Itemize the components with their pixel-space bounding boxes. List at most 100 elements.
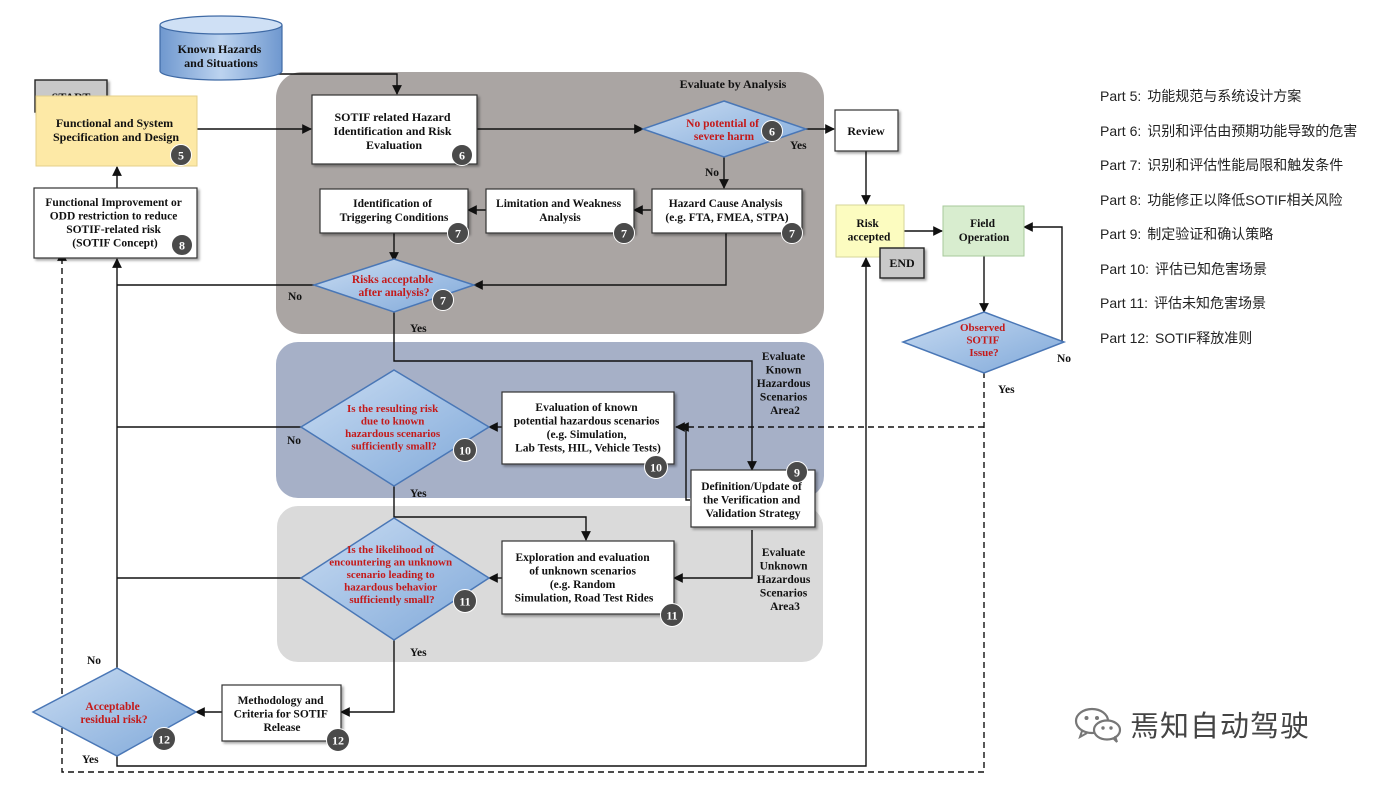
svg-text:5: 5 xyxy=(178,149,184,163)
hazard-cause-box: Hazard Cause Analysis (e.g. FTA, FMEA, S… xyxy=(651,188,803,234)
label-risks-no: No xyxy=(288,291,302,303)
badge-exploration: 11 xyxy=(660,603,684,627)
label-risks-yes: Yes xyxy=(410,323,427,335)
badge-no-potential: 6 xyxy=(761,120,783,142)
svg-text:Hazard Cause Analysis (e: Hazard Cause Analysis (e.g. FTA, FMEA, S… xyxy=(665,198,788,224)
svg-text:Is the resulting risk du: Is the resulting risk due to known hazar… xyxy=(345,403,443,453)
label-observed-yes: Yes xyxy=(998,384,1015,396)
edge-risks-yes xyxy=(393,312,757,471)
legend-part: Part 6: xyxy=(1100,122,1142,139)
label-residual-yes: Yes xyxy=(82,754,99,766)
svg-text:10: 10 xyxy=(650,461,662,475)
legend-text: 评估已知危害场景 xyxy=(1155,260,1268,277)
svg-text:7: 7 xyxy=(455,227,461,241)
no-potential-diamond: No potential of severe harm xyxy=(640,100,809,158)
svg-text:11: 11 xyxy=(666,609,677,623)
func-improvement-box: Functional Improvement or ODD restrictio… xyxy=(33,187,198,259)
parts-legend: Part 5: 功能规范与系统设计方案 Part 6: 识别和评估由预期功能导致的危… xyxy=(1100,86,1380,362)
edge-def-to-exploration xyxy=(673,530,753,583)
svg-text:Field Operation: Field Operation xyxy=(959,218,1010,244)
label-resulting-yes: Yes xyxy=(410,488,427,500)
exploration-box: Exploration and evaluation of unknown sc… xyxy=(501,540,675,615)
watermark: 焉知自动驾驶 xyxy=(1072,703,1310,745)
edge-resulting-yes xyxy=(393,486,591,541)
legend-item: Part 11:评估未知危害场景 xyxy=(1100,293,1380,328)
limitation-box: Limitation and Weakness Analysis xyxy=(485,188,635,234)
badge-hazard-cause: 7 xyxy=(781,222,803,244)
svg-text:Identification of Trigge: Identification of Triggering Conditions xyxy=(340,198,449,224)
legend-text: 识别和评估性能局限和触发条件 xyxy=(1147,157,1344,173)
svg-text:7: 7 xyxy=(789,227,795,241)
svg-text:Is the likelihood of enc: Is the likelihood of encountering an unk… xyxy=(329,544,455,606)
svg-text:Methodology and Criteria: Methodology and Criteria for SOTIF Relea… xyxy=(234,695,331,734)
svg-text:12: 12 xyxy=(332,734,344,748)
svg-text:Definition/Update of the: Definition/Update of the Verification an… xyxy=(701,481,805,520)
svg-text:SOTIF related Hazard Ide: SOTIF related Hazard Identification and … xyxy=(333,110,454,152)
area-analysis-label: Evaluate by Analysis xyxy=(680,77,787,91)
label-observed-no: No xyxy=(1057,353,1071,365)
svg-text:Acceptable residual risk: Acceptable residual risk? xyxy=(80,701,147,726)
dashed-connectors xyxy=(57,251,985,773)
edge-labels: Yes No No Yes No Yes Yes No Yes No Yes xyxy=(82,140,1071,766)
watermark-text: 焉知自动驾驶 xyxy=(1130,709,1311,743)
likelihood-diamond: Is the likelihood of encountering an unk… xyxy=(299,517,491,641)
svg-text:No potential of severe h: No potential of severe harm xyxy=(686,118,762,143)
wechat-icon xyxy=(1074,707,1122,743)
known-hazards-db: Known Hazards and Situations xyxy=(159,15,283,81)
svg-text:Evaluation of known pote: Evaluation of known potential hazardous … xyxy=(514,402,663,455)
label-likelihood-yes: Yes xyxy=(410,647,427,659)
legend-item: Part 8:功能修正以降低SOTIF相关风险 xyxy=(1100,190,1380,225)
svg-text:6: 6 xyxy=(459,149,465,163)
end-box: END xyxy=(879,247,925,279)
legend-part: Part 5: xyxy=(1100,88,1142,104)
field-operation-box: Field Operation xyxy=(942,205,1025,257)
svg-text:Limitation and Weakness: Limitation and Weakness Analysis xyxy=(496,198,624,224)
badge-acceptable-residual: 12 xyxy=(152,727,176,751)
legend-text: 功能规范与系统设计方案 xyxy=(1147,88,1302,104)
area-known-label: Evaluate Known Hazardous Scenarios Area2 xyxy=(757,351,814,417)
edge-residual-yes xyxy=(116,257,871,767)
badge-triggering: 7 xyxy=(447,222,469,244)
edge-observed-yes xyxy=(57,251,985,773)
svg-text:10: 10 xyxy=(459,444,471,458)
resulting-risk-diamond: Is the resulting risk due to known hazar… xyxy=(299,369,491,487)
svg-text:Observed SOTIF Iss: Observed SOTIF Issue? xyxy=(960,322,1008,359)
edge-cause-to-risks xyxy=(473,232,727,290)
methodology-box: Methodology and Criteria for SOTIF Relea… xyxy=(221,684,342,742)
badge-likelihood: 11 xyxy=(453,589,477,613)
area-unknown-label: Evaluate Unknown Hazardous Scenarios Are… xyxy=(757,547,814,613)
edge-likelihood-yes xyxy=(340,640,395,717)
svg-text:Functional and System Sp: Functional and System Specification and … xyxy=(53,116,179,144)
legend-text: 功能修正以降低SOTIF相关风险 xyxy=(1147,191,1343,208)
legend-item: Part 6: 识别和评估由预期功能导致的危害 xyxy=(1100,121,1380,156)
svg-text:6: 6 xyxy=(769,125,775,139)
legend-text: 识别和评估由预期功能导致的危害 xyxy=(1147,122,1358,139)
svg-text:7: 7 xyxy=(621,227,627,241)
svg-text:Known Hazards and Situat: Known Hazards and Situations xyxy=(178,42,265,70)
legend-item: Part 5: 功能规范与系统设计方案 xyxy=(1100,86,1380,121)
legend-item: Part 10: 评估已知危害场景 xyxy=(1100,259,1380,294)
badge-methodology: 12 xyxy=(326,728,350,752)
risks-acceptable-diamond: Risks acceptable after analysis? xyxy=(311,258,477,313)
svg-text:Exploration and evaluation: Exploration and evaluation of unknown sc… xyxy=(515,552,654,605)
legend-part: Part 11: xyxy=(1100,295,1148,311)
svg-text:7: 7 xyxy=(440,294,446,308)
svg-text:12: 12 xyxy=(158,733,170,747)
legend-item: Part 7: 识别和评估性能局限和触发条件 xyxy=(1100,155,1380,190)
badge-func-improve: 8 xyxy=(171,234,193,256)
triggering-box: Identification of Triggering Conditions xyxy=(319,188,469,234)
legend-item: Part 9:制定验证和确认策略 xyxy=(1100,224,1380,259)
label-nopotential-yes: Yes xyxy=(790,140,807,152)
badge-func-spec: 5 xyxy=(170,144,192,166)
svg-text:Risk accepted: Risk accepted xyxy=(848,218,891,244)
label-nopotential-no: No xyxy=(705,167,719,179)
badge-def-update: 9 xyxy=(786,461,808,483)
legend-part: Part 10: xyxy=(1100,260,1150,277)
legend-part: Part 7: xyxy=(1100,157,1142,173)
badge-risks-acceptable: 7 xyxy=(432,289,454,311)
legend-text: SOTIF释放准则 xyxy=(1155,329,1253,346)
svg-text:11: 11 xyxy=(459,595,470,609)
svg-text:9: 9 xyxy=(794,466,800,480)
label-residual-no: No xyxy=(87,655,101,667)
